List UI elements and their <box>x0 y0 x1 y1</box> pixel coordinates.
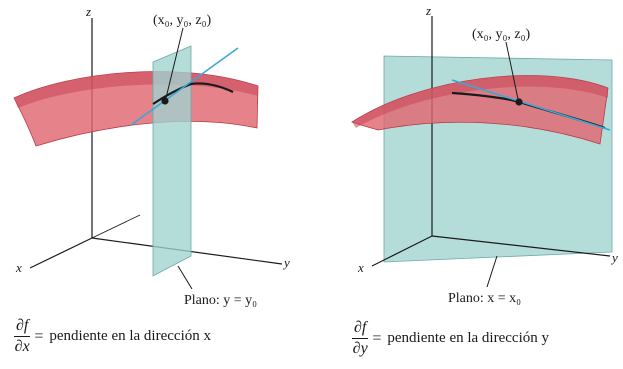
right-surface-shading <box>352 75 608 128</box>
left-point <box>161 97 169 105</box>
right-caption-fraction: ∂f ∂y <box>352 320 369 357</box>
right-caption-equals: = <box>372 329 382 347</box>
left-surface-shading <box>14 71 258 108</box>
right-y-label: y <box>610 250 618 265</box>
left-x-axis-ghost <box>91 214 141 239</box>
right-caption: ∂f ∂y = pendiente en la dirección y <box>352 320 549 357</box>
left-caption-text: pendiente en la dirección x <box>49 328 211 344</box>
left-caption-equals: = <box>34 327 44 345</box>
left-panel: z x y (x₀, y₀, z₀) Plano: y = y₀ <box>13 4 290 308</box>
right-z-label: z <box>425 3 431 18</box>
right-caption-text: pendiente en la dirección y <box>387 330 549 346</box>
left-plane-leader <box>177 265 193 290</box>
right-point-label: (x₀, y₀, z₀) <box>472 27 531 42</box>
left-caption: ∂f ∂x = pendiente en la dirección x <box>14 318 211 355</box>
right-panel: z x y (x₀, y₀, z₀) Plano: x = x₀ <box>351 3 618 306</box>
left-caption-numerator: ∂f <box>14 318 31 337</box>
left-caption-denominator: ∂x <box>14 338 30 355</box>
left-tangent-line <box>130 47 239 126</box>
right-tangent-line <box>451 79 611 131</box>
left-x-label: x <box>15 260 22 275</box>
left-point-leader <box>165 27 184 99</box>
right-caption-numerator: ∂f <box>352 320 369 339</box>
right-point-leader <box>505 41 519 100</box>
right-plane-leader <box>486 255 498 288</box>
left-z-label: z <box>85 4 91 19</box>
right-plane-label: Plano: x = x₀ <box>448 291 521 306</box>
left-plane-label: Plano: y = y₀ <box>184 293 257 308</box>
left-trace-curve <box>152 82 234 105</box>
left-caption-fraction: ∂f ∂x <box>14 318 31 355</box>
right-x-axis <box>371 235 433 267</box>
right-caption-denominator: ∂y <box>352 340 368 357</box>
left-y-label: y <box>282 255 290 270</box>
right-point <box>515 98 523 106</box>
right-axes <box>371 16 611 267</box>
left-x-axis <box>29 237 93 269</box>
right-surface <box>351 75 609 145</box>
right-y-axis <box>431 235 611 257</box>
right-x-label: x <box>357 260 364 275</box>
left-point-label: (x₀, y₀, z₀) <box>153 13 212 28</box>
left-plane <box>152 45 192 277</box>
